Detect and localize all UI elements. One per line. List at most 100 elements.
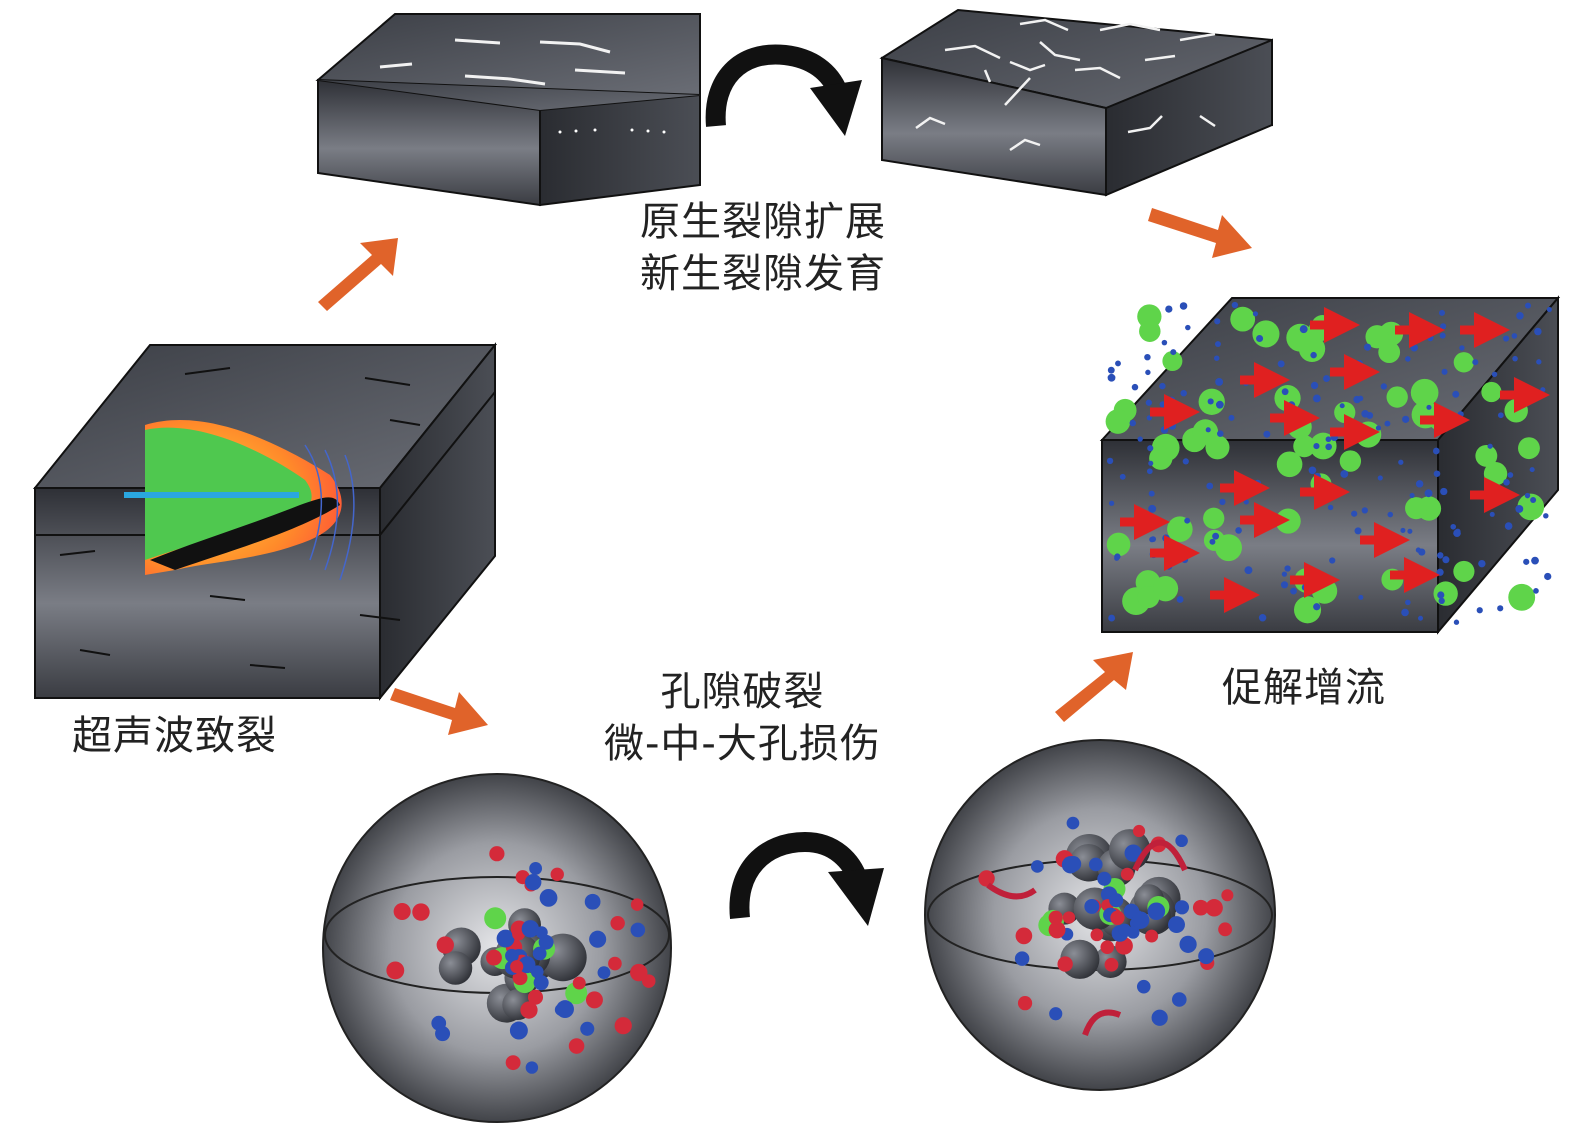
adsorbed-molecule (521, 920, 540, 938)
water-molecule (1176, 596, 1184, 603)
label-pore-rupture-line2: 微-中-大孔损伤 (604, 721, 881, 767)
adsorbed-molecule (589, 930, 607, 948)
water-molecule (1450, 523, 1457, 530)
methane-molecule (1252, 320, 1280, 348)
water-molecule (1180, 389, 1187, 397)
adsorbed-molecule (1124, 844, 1142, 862)
water-molecule (1432, 447, 1440, 455)
water-molecule (1131, 383, 1139, 391)
water-molecule (1497, 605, 1504, 612)
methane-molecule (1475, 444, 1498, 467)
water-molecule (1172, 417, 1179, 424)
water-molecule (1457, 411, 1464, 418)
adsorbed-molecule (1145, 929, 1159, 943)
water-molecule (1148, 504, 1157, 513)
water-molecule (1325, 443, 1332, 451)
adsorbed-molecule (1110, 910, 1125, 925)
adsorbed-molecule (1097, 871, 1112, 886)
adsorbed-molecule (610, 915, 625, 931)
pore-body (438, 951, 473, 985)
adsorbed-molecule (1090, 928, 1104, 942)
water-molecule (1263, 430, 1271, 438)
water-molecule (1364, 343, 1372, 351)
water-molecule (1439, 332, 1446, 339)
water-molecule (1107, 373, 1116, 382)
water-molecule (1438, 597, 1445, 605)
water-molecule (1525, 302, 1531, 309)
desorption-arrows (986, 839, 1188, 1037)
adsorbed-molecule (525, 873, 542, 891)
water-molecule (1214, 318, 1221, 325)
adsorbed-molecule (532, 946, 547, 961)
methane-molecule (1298, 335, 1326, 362)
methane-molecule (1230, 306, 1256, 332)
adsorbed-molecule (1221, 889, 1234, 902)
water-molecule (1165, 562, 1173, 570)
rock-block-original-fractures (315, 13, 701, 207)
water-molecule (1213, 355, 1220, 361)
water-molecule (1277, 360, 1285, 368)
water-molecule (1515, 504, 1524, 513)
water-molecule (1546, 306, 1552, 313)
water-molecule (1147, 445, 1154, 452)
adsorbed-molecule (1118, 923, 1132, 937)
water-molecule (1453, 529, 1461, 538)
adsorbed-molecule (1089, 857, 1103, 872)
water-molecule (1168, 396, 1176, 404)
water-molecule (1129, 419, 1136, 427)
adsorbed-molecule (1168, 916, 1185, 934)
water-molecule (1235, 527, 1242, 534)
water-molecule (1504, 522, 1513, 530)
adsorbed-molecule (1179, 935, 1197, 953)
methane-molecule (1410, 378, 1439, 407)
water-molecule (1502, 335, 1510, 342)
methane-molecule (484, 907, 507, 930)
methane-molecule (1339, 450, 1362, 472)
adsorbed-molecule (550, 867, 564, 882)
adsorbed-molecule (1132, 824, 1146, 838)
water-molecule (1280, 581, 1289, 589)
adsorbed-molecule (597, 966, 611, 980)
adsorbed-molecule (1198, 948, 1215, 965)
adsorbed-molecule (1151, 1009, 1168, 1026)
water-molecule (1409, 492, 1415, 498)
methane-molecule (1386, 386, 1408, 408)
methane-molecule (1203, 507, 1225, 529)
adsorbed-molecule (496, 929, 515, 948)
water-molecule (1524, 492, 1531, 499)
ultrasonic-probe (124, 492, 299, 498)
water-molecule (1119, 473, 1126, 480)
water-molecule (1212, 532, 1220, 540)
water-molecule (1375, 425, 1382, 431)
adsorbed-molecule (527, 989, 544, 1005)
arrow-block3-to-block1 (318, 238, 398, 311)
water-molecule (1115, 360, 1121, 367)
water-molecule (1405, 599, 1411, 606)
adsorbed-molecule (486, 949, 502, 966)
wave-fronts (304, 444, 355, 581)
label-fracture-propagation: 原生裂隙扩展 新生裂隙发育 (640, 196, 886, 300)
methane-molecule (1508, 583, 1536, 611)
water-molecule (1516, 312, 1524, 320)
water-molecule (1533, 588, 1539, 594)
water-molecule (1108, 614, 1116, 622)
adsorbed-molecule (529, 862, 543, 875)
water-molecule (1243, 499, 1249, 505)
adsorbed-molecule (505, 1055, 521, 1071)
adsorbed-molecule (393, 902, 411, 921)
methane-molecule (1365, 325, 1389, 349)
water-molecule (1228, 414, 1235, 421)
arrow-block2-to-block4 (1148, 208, 1252, 258)
methane-molecule (1517, 493, 1545, 521)
water-molecule (1301, 583, 1309, 591)
water-molecule (1256, 334, 1264, 343)
water-molecule (1179, 302, 1188, 310)
water-molecule (1281, 388, 1289, 396)
adsorbed-molecule (1048, 910, 1063, 925)
adsorbed-molecule (630, 922, 646, 938)
water-molecule (1146, 415, 1152, 421)
water-molecule (1440, 323, 1447, 330)
adsorbed-molecule (1057, 956, 1073, 972)
water-molecule (1354, 527, 1362, 535)
water-molecule (1185, 324, 1191, 331)
